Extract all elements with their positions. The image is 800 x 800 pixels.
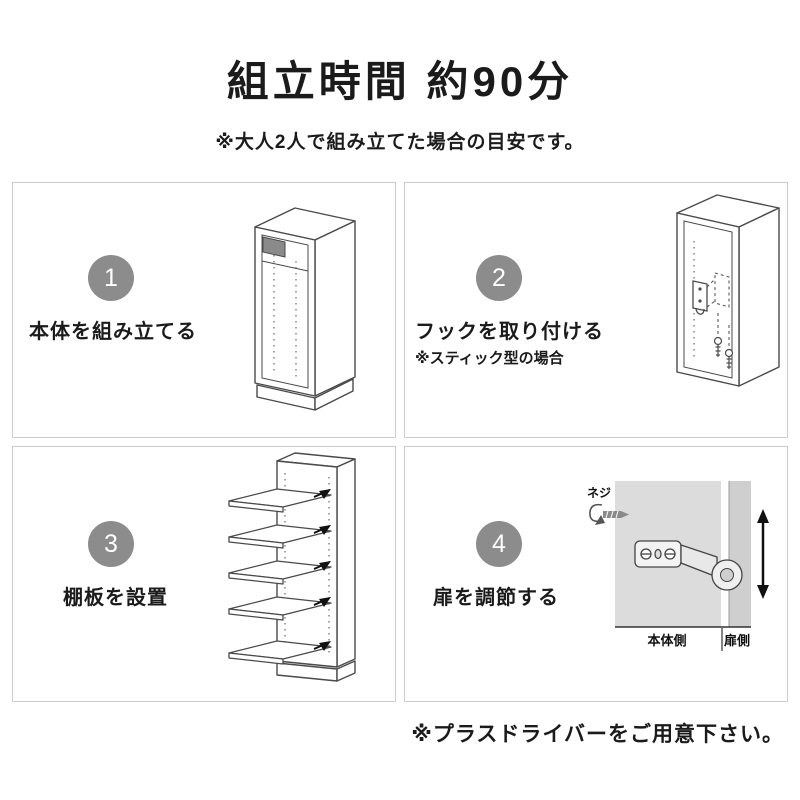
hook-install-illustration bbox=[676, 194, 780, 387]
step-panel-4: 4 扉を調節する bbox=[404, 446, 788, 702]
step-panel-3: 3 棚板を設置 bbox=[12, 446, 396, 702]
step-2-number: 2 bbox=[492, 263, 506, 292]
step-4-label: 扉を調節する bbox=[433, 587, 559, 609]
step-panel-1: 1 本体を組み立てる bbox=[12, 182, 396, 438]
step-2-note: ※スティック型の場合 bbox=[415, 350, 564, 367]
body-side-label: 本体側 bbox=[647, 633, 686, 648]
step-2-number-badge: 2 bbox=[476, 255, 522, 301]
step-2-label: フックを取り付ける bbox=[415, 321, 604, 343]
step-1-label: 本体を組み立てる bbox=[29, 321, 197, 343]
step-1-number-badge: 1 bbox=[88, 255, 134, 301]
step-4-number: 4 bbox=[492, 529, 506, 558]
shelf-install-illustration bbox=[228, 452, 356, 682]
cabinet-assembly-illustration bbox=[254, 207, 356, 411]
steps-grid: 1 本体を組み立てる 2 フックを取り付け bbox=[12, 182, 788, 702]
step-1-number: 1 bbox=[104, 263, 118, 292]
step-3-label: 棚板を設置 bbox=[63, 587, 168, 609]
hinge-adjust-illustration: ネジ 本体側 扉側 bbox=[587, 481, 769, 651]
step-panel-2: 2 フックを取り付ける ※スティック型の場合 bbox=[404, 182, 788, 438]
screw-label: ネジ bbox=[587, 486, 611, 500]
step-4-number-badge: 4 bbox=[476, 521, 522, 567]
page-title: 組立時間 約90分 bbox=[226, 58, 574, 105]
step-3-number: 3 bbox=[104, 529, 118, 558]
step-3-number-badge: 3 bbox=[88, 521, 134, 567]
screwdriver-note: ※プラスドライバーをご用意下さい。 bbox=[411, 723, 784, 746]
door-side-label: 扉側 bbox=[724, 633, 750, 648]
page-subtitle: ※大人2人で組み立てた場合の目安です。 bbox=[215, 132, 585, 153]
